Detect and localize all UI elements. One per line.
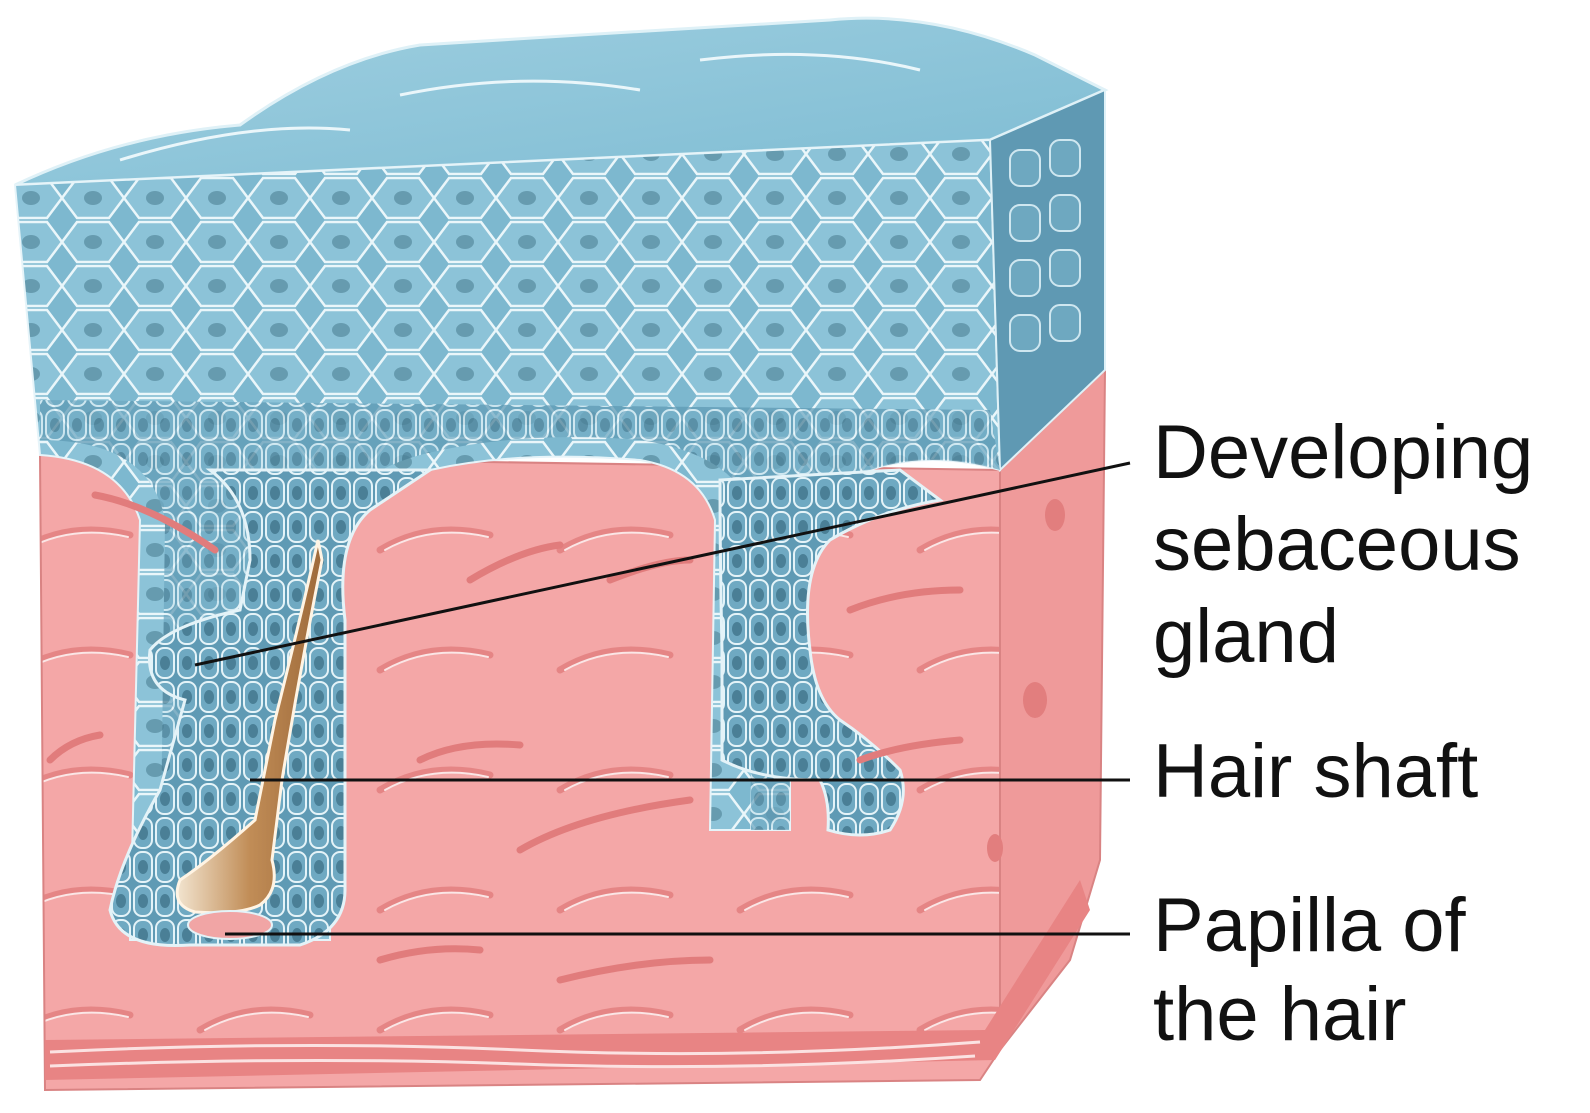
label-line: gland [1153, 594, 1339, 679]
label-developing-sebaceous-gland: Developing sebaceous gland [1153, 410, 1554, 679]
label-hair-shaft: Hair shaft [1153, 729, 1478, 814]
label-line: Developing [1153, 410, 1533, 495]
label-line: Papilla of [1153, 883, 1467, 968]
label-line: sebaceous [1153, 502, 1521, 587]
label-line: Hair shaft [1153, 729, 1478, 814]
label-line: the hair [1153, 972, 1407, 1057]
label-papilla-of-the-hair: Papilla of the hair [1153, 883, 1487, 1057]
